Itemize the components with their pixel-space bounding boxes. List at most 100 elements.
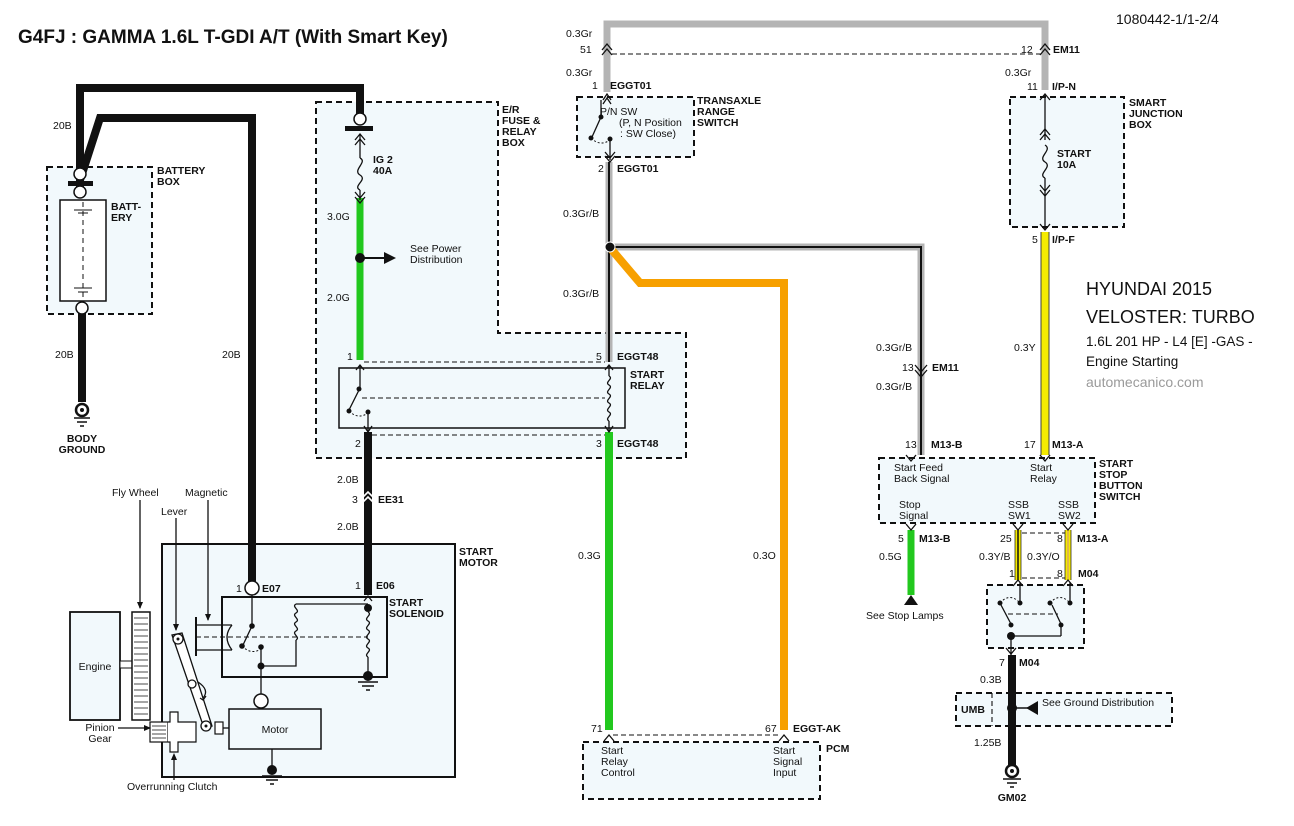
connector-label: M04 <box>1019 657 1040 669</box>
wire-label: 0.3Y <box>1014 342 1036 354</box>
engine <box>69 611 121 721</box>
wire-label: 0.3Y/B <box>979 551 1011 563</box>
connector-label: EGGT48 <box>617 351 659 363</box>
vehicle-model: VELOSTER: TURBO <box>1086 307 1255 327</box>
connector-label: M13-B <box>919 533 951 545</box>
vehicle-system: Engine Starting <box>1086 354 1178 369</box>
fuse-start-icon <box>1039 92 1051 232</box>
connector-label: I/P-F <box>1052 234 1075 246</box>
wire-label: 0.3Gr/B <box>563 288 599 300</box>
ground-junction-dot <box>1007 703 1017 713</box>
connector-label: EGGT01 <box>617 163 659 175</box>
vehicle-engine: 1.6L 201 HP - L4 [E] -GAS - <box>1086 334 1253 349</box>
pin-label: 2 <box>598 163 604 175</box>
pcm-box <box>582 741 821 800</box>
ground-icon <box>262 775 282 785</box>
doc-id: 1080442-1/1-2/4 <box>1116 11 1219 27</box>
wire-label: 0.3Gr/B <box>876 342 912 354</box>
engine-label: Engine <box>79 661 112 673</box>
connector-label: EM11 <box>1053 44 1080 56</box>
ground-icon <box>358 681 378 691</box>
fuse-ig2-icon <box>354 132 366 205</box>
pn-switch-label: P/N SW(P, N Position: SW Close) <box>600 106 682 140</box>
pinion-gear-icon <box>149 711 197 753</box>
pin-label: 71 <box>591 723 603 735</box>
pin-label: 8 <box>1057 568 1063 580</box>
connector-em11-13-icon <box>914 364 928 378</box>
ground-icon <box>74 402 90 427</box>
wire-label: 1.25B <box>974 737 1001 749</box>
connector-51-icon <box>601 42 613 56</box>
wire-label: 2.0B <box>337 474 359 486</box>
pin-label: 7 <box>999 657 1005 669</box>
see-stop-lamps[interactable]: See Stop Lamps <box>866 610 944 622</box>
connector-label: E06 <box>376 580 395 592</box>
wire-label: 2.0B <box>337 521 359 533</box>
see-ground-distribution[interactable]: See Ground Distribution <box>1042 697 1154 709</box>
flywheel-label: Fly Wheel <box>112 487 159 499</box>
wire-orange <box>608 247 788 730</box>
pcm-label: PCM <box>826 743 850 755</box>
pin-label: 1 <box>1009 568 1015 580</box>
wire-label: 3.0G <box>327 211 350 223</box>
connector-label: EM11 <box>932 362 959 374</box>
connector-label: EGGT-AK <box>793 723 841 735</box>
flywheel-icon <box>131 611 151 721</box>
pin-label: 2 <box>355 438 361 450</box>
arrow-right-icon <box>384 252 396 264</box>
battery-terminal-top <box>73 167 87 181</box>
wire-label: 0.3G <box>578 550 601 562</box>
connector-label: EGGT01 <box>610 80 652 92</box>
ssb-switch-contacts <box>997 582 1073 656</box>
connector-label: M13-A <box>1077 533 1109 545</box>
terminal-e07 <box>244 580 260 596</box>
pin-label: 12 <box>1021 44 1033 56</box>
pin-label: 13 <box>905 439 917 451</box>
connector-label: EE31 <box>378 494 404 506</box>
wire-20b-e07 <box>76 114 256 585</box>
wire-20b-top <box>76 84 364 190</box>
wire-gray-top <box>603 20 1049 92</box>
wire-label: 0.3Gr <box>566 67 593 79</box>
wire-label: 20B <box>53 120 72 132</box>
wire-label: 0.3Y/O <box>1027 551 1060 563</box>
connector-label: I/P-N <box>1052 81 1076 93</box>
pull-in-coil-icon <box>293 603 299 641</box>
gm02-label: GM02 <box>998 792 1027 804</box>
ground-icon <box>1003 763 1021 788</box>
wire-label: 0.3Gr <box>1005 67 1032 79</box>
vehicle-make: HYUNDAI 2015 <box>1086 279 1212 299</box>
pin-label: 51 <box>580 44 592 56</box>
pin-label: 1 <box>236 583 242 595</box>
umb-label: UMB <box>961 704 985 716</box>
pin-label: 5 <box>1032 234 1038 246</box>
motor-label: Motor <box>262 724 289 736</box>
wire-label: 0.3Gr/B <box>876 381 912 393</box>
wire-label: 0.3Gr <box>566 28 593 40</box>
pin-label: 11 <box>1027 81 1038 93</box>
wire-label: 0.3B <box>980 674 1002 686</box>
wire-label: 20B <box>55 349 74 361</box>
diagram-title: G4FJ : GAMMA 1.6L T-GDI A/T (With Smart … <box>18 27 448 48</box>
connector-label: E07 <box>262 583 281 595</box>
overrunning-clutch-label: Overrunning Clutch <box>127 781 218 793</box>
junction-dot <box>604 241 616 253</box>
connector-label: M04 <box>1078 568 1099 580</box>
magnetic-label: Magnetic <box>185 487 228 499</box>
lever-icon <box>171 632 213 732</box>
